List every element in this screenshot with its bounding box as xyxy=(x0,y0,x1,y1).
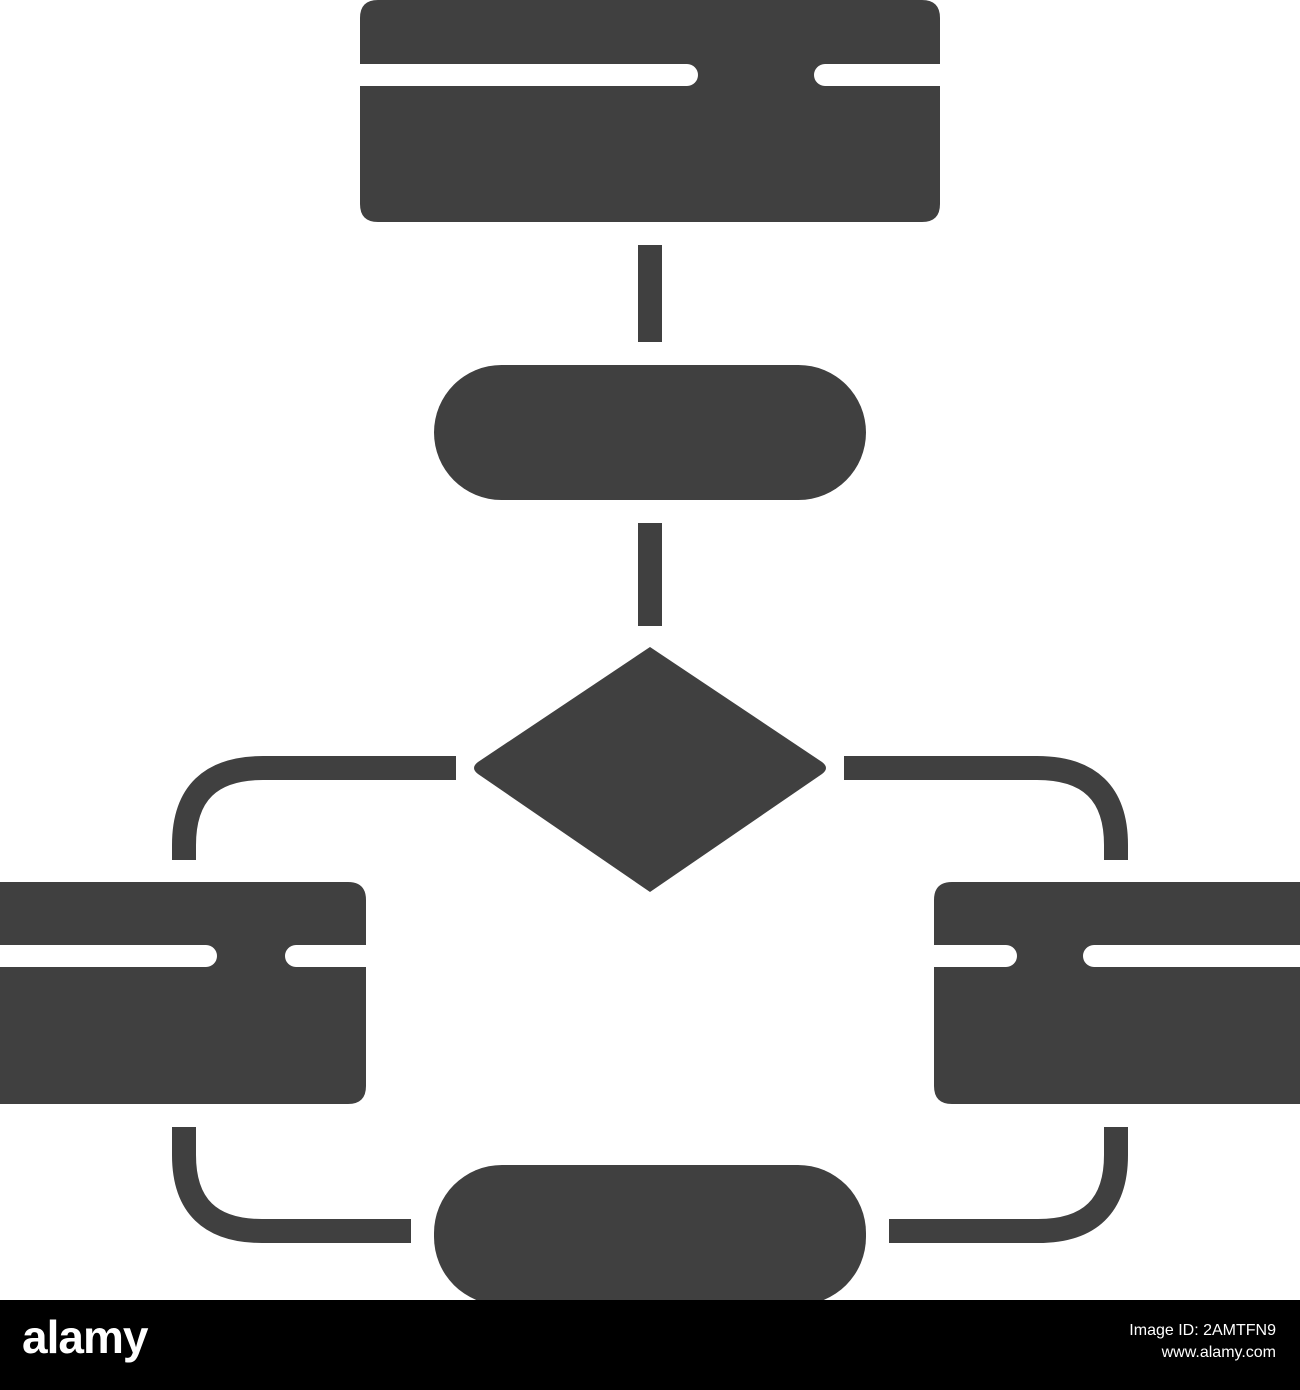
connector-decision-to-left xyxy=(172,756,456,860)
site-url: www.alamy.com xyxy=(1161,1344,1276,1361)
top-process-box xyxy=(360,0,940,222)
end-terminal xyxy=(434,1165,866,1300)
connector-top-to-terminal xyxy=(638,245,662,342)
connector-left-to-end xyxy=(172,1127,411,1243)
alamy-logo: alamy xyxy=(22,1311,148,1363)
left-process-box xyxy=(0,882,366,1104)
connector-right-to-end xyxy=(889,1127,1128,1243)
decision-diamond xyxy=(474,647,826,892)
watermark-footer-bar: alamy Image ID: 2AMTFN9 www.alamy.com xyxy=(0,1300,1300,1390)
right-process-box xyxy=(934,882,1300,1104)
start-terminal xyxy=(434,365,866,500)
image-id-block: Image ID: 2AMTFN9 www.alamy.com xyxy=(1129,1320,1276,1364)
connector-terminal-to-decision xyxy=(638,523,662,626)
connector-decision-to-right xyxy=(844,756,1128,860)
flowchart-glyph-icon xyxy=(0,0,1300,1300)
image-id-label: Image ID: 2AMTFN9 xyxy=(1129,1322,1276,1339)
